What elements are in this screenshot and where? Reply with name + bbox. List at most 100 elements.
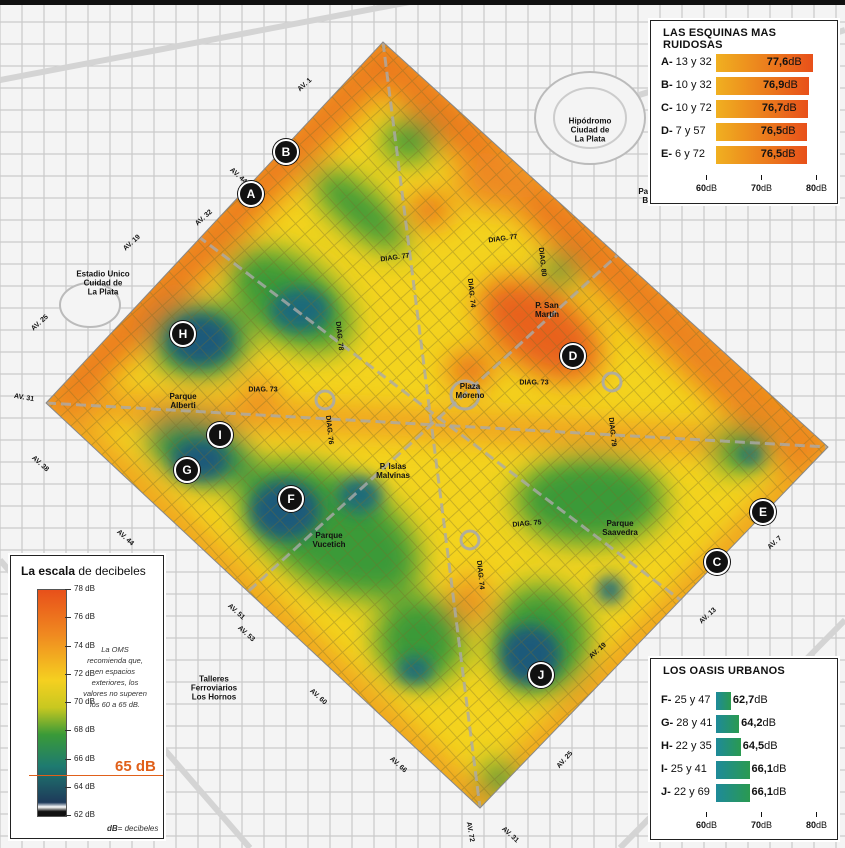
row-letter: H- bbox=[661, 740, 673, 752]
value-label: 64,5dB bbox=[743, 740, 778, 752]
row-letter: F- bbox=[661, 694, 672, 706]
axis-tick-mark bbox=[706, 812, 707, 817]
row-name: 7 y 57 bbox=[672, 125, 706, 137]
scale-tick-line bbox=[65, 758, 71, 760]
axis-tick-mark bbox=[816, 812, 817, 817]
value-bar bbox=[716, 77, 809, 95]
axis-tick-unit: dB bbox=[706, 183, 718, 193]
value-unit: dB bbox=[782, 125, 796, 137]
place-label: P. Islas Malvinas bbox=[376, 462, 410, 480]
axis-tick-unit: dB bbox=[761, 183, 773, 193]
scale-tick-label: 74 dB bbox=[74, 640, 95, 650]
row-letter: G- bbox=[661, 717, 674, 729]
scale-tick-line bbox=[65, 702, 71, 703]
marker-b[interactable]: B bbox=[273, 139, 299, 165]
scale-title: La escala de decibeles bbox=[21, 564, 146, 578]
row-name: 13 y 32 bbox=[672, 56, 712, 68]
marker-f[interactable]: F bbox=[278, 486, 304, 512]
axis-tick-label: 80dB bbox=[806, 820, 827, 830]
row-name: 6 y 72 bbox=[672, 148, 706, 160]
place-label: Parque Alberti bbox=[169, 392, 197, 410]
scale-tick-label: 64 dB bbox=[74, 781, 95, 791]
row-name: 22 y 69 bbox=[670, 786, 710, 798]
value-label: 76,5dB bbox=[761, 125, 796, 137]
scale-tick-line bbox=[65, 617, 71, 619]
value-unit: dB bbox=[762, 717, 776, 729]
marker-a[interactable]: A bbox=[238, 181, 264, 207]
row-name: 28 y 41 bbox=[673, 717, 713, 729]
place-label: Parque Saavedra bbox=[602, 519, 638, 537]
place-label: Plaza Moreno bbox=[455, 382, 485, 400]
row-letter: J- bbox=[661, 786, 671, 798]
axis-tick-label: 60dB bbox=[696, 183, 717, 193]
value-label: 77,6dB bbox=[767, 56, 802, 68]
value-unit: dB bbox=[782, 148, 796, 160]
row-name: 10 y 72 bbox=[672, 102, 712, 114]
place-label: P. San Martín bbox=[535, 301, 559, 319]
axis-tick-number: 70 bbox=[751, 820, 762, 830]
row-name: 22 y 35 bbox=[672, 740, 712, 752]
oasis-panel: LOS OASIS URBANOS F- 25 y 47 62,7dB G- 28 … bbox=[650, 658, 838, 840]
heatmap bbox=[46, 42, 828, 808]
row-label: H- 22 y 35 bbox=[661, 740, 712, 752]
axis-tick-mark bbox=[761, 812, 762, 817]
street-label: DIAG. 73 bbox=[248, 386, 278, 394]
row-name: 25 y 47 bbox=[671, 694, 711, 706]
marker-c[interactable]: C bbox=[704, 549, 730, 575]
axis-tick-label: 80dB bbox=[806, 183, 827, 193]
scale-tick-line bbox=[65, 730, 71, 732]
scale-tick-label: 70 dB bbox=[74, 697, 95, 706]
value-number: 77,6 bbox=[766, 56, 789, 68]
marker-i[interactable]: I bbox=[207, 422, 233, 448]
row-name: 10 y 32 bbox=[672, 79, 712, 91]
value-number: 66,1 bbox=[751, 786, 773, 798]
scale-tick-line bbox=[65, 673, 71, 675]
oasis-panel-title: LOS OASIS URBANOS bbox=[663, 665, 785, 677]
scale-tick-label: 78 dB bbox=[74, 584, 95, 593]
marker-j[interactable]: J bbox=[528, 662, 554, 688]
scale-tick-line bbox=[65, 815, 71, 816]
scale-footer: dB= decibeles bbox=[107, 824, 158, 833]
axis-tick-number: 60 bbox=[696, 183, 707, 193]
axis-tick-number: 80 bbox=[806, 183, 817, 193]
scale-gradient-bar bbox=[37, 589, 67, 817]
value-number: 76,5 bbox=[760, 125, 783, 137]
value-bar bbox=[716, 761, 750, 779]
row-label: J- 22 y 69 bbox=[661, 786, 710, 798]
marker-g[interactable]: G bbox=[174, 457, 200, 483]
place-label: Talleres Ferroviarios Los Hornos bbox=[190, 674, 238, 702]
value-bar bbox=[716, 738, 741, 756]
scale-tick-label: 76 dB bbox=[74, 612, 95, 622]
value-number: 76,5 bbox=[760, 148, 783, 160]
scale-footer-rest: = decibeles bbox=[117, 824, 159, 833]
axis-tick-label: 60dB bbox=[696, 820, 717, 830]
axis-tick-number: 80 bbox=[806, 820, 817, 830]
row-letter: A- bbox=[661, 56, 673, 68]
row-name: 25 y 41 bbox=[667, 763, 707, 775]
value-label: 62,7dB bbox=[733, 694, 768, 706]
value-label: 76,9dB bbox=[763, 79, 798, 91]
marker-d[interactable]: D bbox=[560, 343, 586, 369]
axis-tick-mark bbox=[816, 175, 817, 180]
scale-tick-line bbox=[65, 589, 71, 590]
row-letter: C- bbox=[661, 102, 673, 114]
threshold-label: 65 dB bbox=[115, 758, 156, 775]
axis-tick-unit: dB bbox=[816, 820, 828, 830]
marker-h[interactable]: H bbox=[170, 321, 196, 347]
axis-tick-mark bbox=[706, 175, 707, 180]
marker-e[interactable]: E bbox=[750, 499, 776, 525]
axis-tick-unit: dB bbox=[761, 820, 773, 830]
scale-tick-line bbox=[65, 645, 71, 647]
value-label: 64,2dB bbox=[741, 717, 776, 729]
value-bar bbox=[716, 54, 813, 72]
row-label: F- 25 y 47 bbox=[661, 694, 711, 706]
scale-title-rest: de decibeles bbox=[75, 564, 146, 578]
scale-tick-line bbox=[65, 786, 71, 788]
axis-tick-number: 60 bbox=[696, 820, 707, 830]
oasis_panel-row: F- 25 y 47 62,7dB bbox=[661, 692, 837, 710]
value-number: 76,7 bbox=[761, 102, 784, 114]
